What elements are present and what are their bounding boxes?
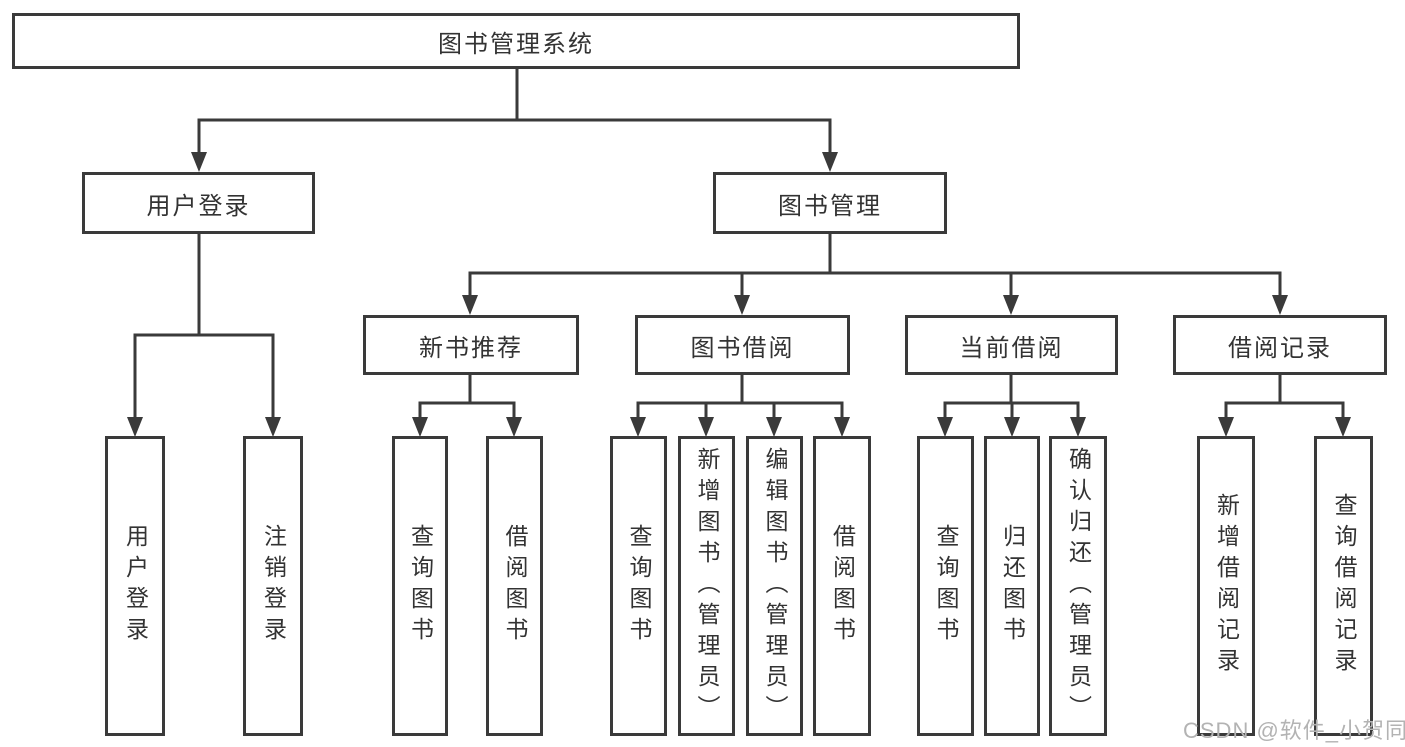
leaf-query-books-borrowing: 查询图书 bbox=[610, 436, 667, 736]
connector-borrowing-records-to-leaves bbox=[1224, 375, 1345, 419]
leaf-edit-book-admin: 编辑图书（管理员） bbox=[746, 436, 803, 736]
leaf-add-borrow-record: 新增借阅记录 bbox=[1197, 436, 1255, 736]
csdn-watermark: CSDN @软件_小贺同学 bbox=[1183, 718, 1405, 743]
node-user-login: 用户登录 bbox=[82, 172, 315, 234]
node-current-borrowing: 当前借阅 bbox=[905, 315, 1118, 375]
node-book-management: 图书管理 bbox=[713, 172, 947, 234]
arrowhead-new-book-recommend-to-leaves bbox=[412, 417, 522, 437]
arrowhead-current-borrowing-to-leaves bbox=[937, 417, 1086, 437]
leaf-query-books-current: 查询图书 bbox=[917, 436, 974, 736]
node-new-book-recommend: 新书推荐 bbox=[363, 315, 579, 375]
leaf-query-borrow-record: 查询借阅记录 bbox=[1314, 436, 1373, 736]
connector-new-book-recommend-to-leaves bbox=[418, 375, 516, 419]
arrowhead-root-to-level2 bbox=[191, 152, 838, 172]
leaf-borrow-books-recommend: 借阅图书 bbox=[486, 436, 543, 736]
arrowhead-borrowing-records-to-leaves bbox=[1218, 417, 1351, 437]
leaf-add-book-admin: 新增图书（管理员） bbox=[678, 436, 735, 736]
connector-book-borrowing-to-leaves bbox=[636, 375, 844, 419]
connector-root-to-level2 bbox=[197, 69, 832, 154]
leaf-confirm-return-admin: 确认归还（管理员） bbox=[1049, 436, 1107, 736]
arrowhead-book-borrowing-to-leaves bbox=[630, 417, 850, 437]
node-library-management-system: 图书管理系统 bbox=[12, 13, 1020, 69]
connector-current-borrowing-to-leaves bbox=[943, 375, 1080, 419]
leaf-borrow-books-borrowing: 借阅图书 bbox=[813, 436, 871, 736]
connector-book-management-to-level3 bbox=[468, 234, 1282, 297]
node-borrowing-records: 借阅记录 bbox=[1173, 315, 1387, 375]
leaf-user-login: 用户登录 bbox=[105, 436, 165, 736]
leaf-logout: 注销登录 bbox=[243, 436, 303, 736]
arrowhead-user-login-to-leaves bbox=[127, 417, 281, 437]
leaf-query-books-recommend: 查询图书 bbox=[392, 436, 448, 736]
arrowhead-book-management-to-level3 bbox=[462, 295, 1288, 315]
leaf-return-book: 归还图书 bbox=[984, 436, 1040, 736]
node-book-borrowing: 图书借阅 bbox=[635, 315, 850, 375]
connector-user-login-to-leaves bbox=[133, 234, 275, 419]
